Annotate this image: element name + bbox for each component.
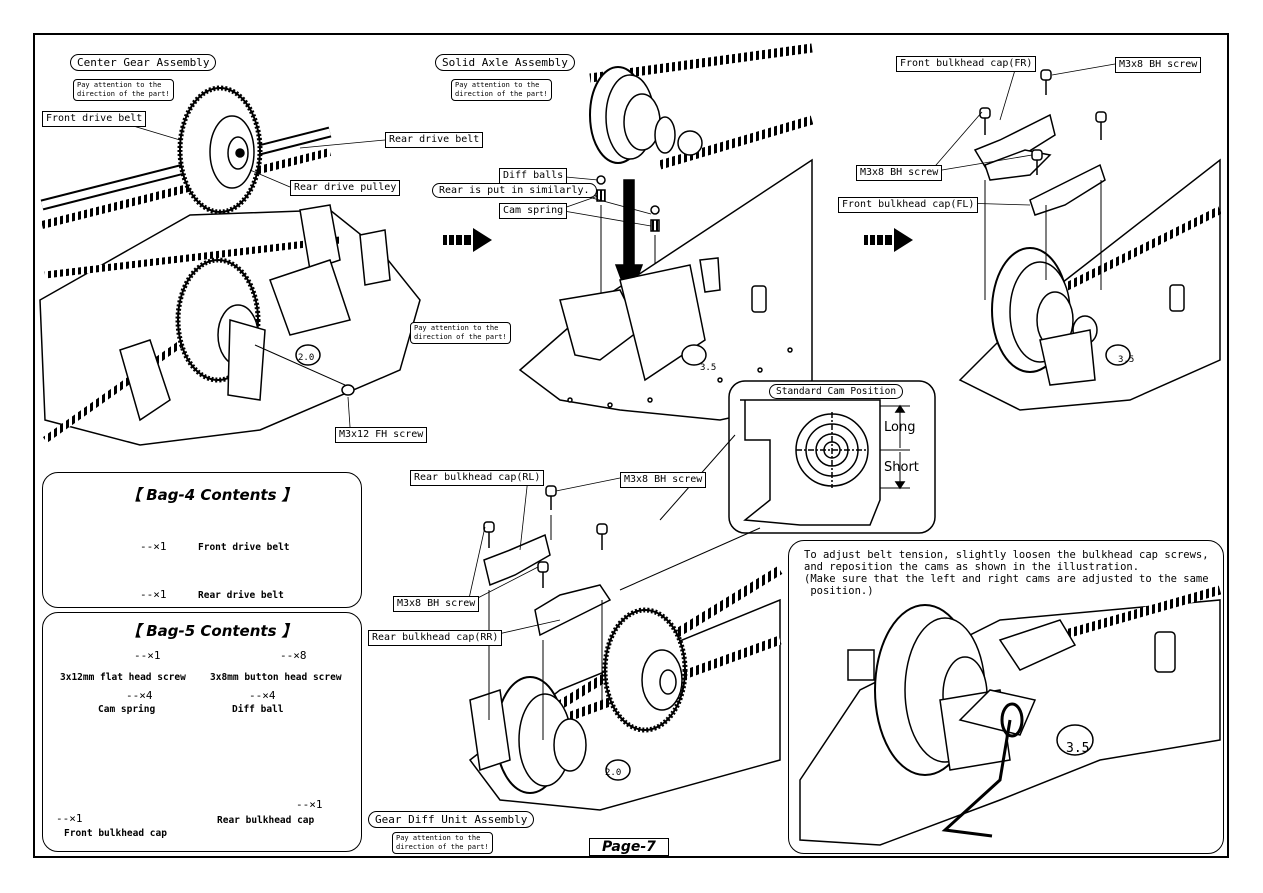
bag4-contents-box	[42, 472, 362, 608]
step-arrow-2	[864, 228, 913, 252]
bag5-qty-cam-spring: --×4	[126, 689, 153, 702]
front-bulkhead-cap-fl-label: Front bulkhead cap(FL)	[838, 197, 979, 213]
front-drive-belt-label: Front drive belt	[42, 111, 147, 127]
bag5-qty-flat-head-screw: --×1	[134, 649, 161, 662]
bag5-front-bulkhead-cap: Front bulkhead cap	[64, 828, 167, 839]
step4-marker: 2.0	[605, 768, 621, 778]
bag5-qty-rear-bulkhead-cap: --×1	[296, 798, 323, 811]
cam-position-detail	[619, 380, 936, 591]
standard-cam-position-title: Standard Cam Position	[769, 384, 904, 399]
m3x8-bh-screw-label-step4-top: M3x8 BH screw	[620, 472, 707, 488]
bag5-contents-box	[42, 612, 362, 852]
bag5-rear-bulkhead-cap: Rear bulkhead cap	[217, 815, 315, 826]
step2-direction-note-2: Pay attention to the direction of the pa…	[410, 322, 511, 344]
front-caps-illustration: 3.5	[958, 69, 1222, 411]
bag5-qty-front-bulkhead-cap: --×1	[56, 812, 83, 825]
rear-drive-pulley-label: Rear drive pulley	[290, 180, 401, 196]
m3x8-bh-screw-label-top-right: M3x8 BH screw	[1115, 57, 1202, 73]
step3-marker: 3.5	[1118, 355, 1134, 365]
gear-diff-illustration: 2.0	[468, 485, 783, 811]
step1-marker: 2.0	[298, 353, 314, 363]
step1-direction-note: Pay attention to the direction of the pa…	[73, 79, 174, 101]
adjust-illustration	[799, 585, 1222, 846]
belt-tension-box	[788, 540, 1224, 854]
bag5-flat-head-screw: 3x12mm flat head screw	[60, 672, 186, 683]
bag4-qty-front-belt: --×1	[140, 540, 167, 553]
bag4-front-drive-belt: Front drive belt	[198, 542, 290, 553]
belt-tension-instructions: To adjust belt tension, slightly loosen …	[804, 549, 1209, 597]
bag5-title: 【 Bag-5 Contents 】	[126, 622, 297, 640]
bag5-qty-button-head-screw: --×8	[280, 649, 307, 662]
bag4-qty-rear-belt: --×1	[140, 588, 167, 601]
step-arrow-1	[443, 228, 492, 252]
center-gear-illustration: 2.0	[39, 85, 421, 446]
rear-similar-note: Rear is put in similarly.	[432, 183, 597, 198]
leader-lines	[129, 63, 1116, 638]
cam-short-label: Short	[884, 460, 919, 475]
front-bulkhead-cap-fr-label: Front bulkhead cap(FR)	[896, 56, 1037, 72]
gear-diff-unit-assembly-title: Gear Diff Unit Assembly	[368, 811, 535, 828]
bag4-rear-drive-belt: Rear drive belt	[198, 590, 284, 601]
page-frame	[33, 33, 1229, 858]
solid-axle-illustration: 3.5	[518, 43, 814, 421]
bag5-qty-diff-ball: --×4	[249, 689, 276, 702]
bag5-cam-spring: Cam spring	[98, 704, 156, 715]
adjust-marker: 3.5	[1066, 741, 1089, 756]
step2-marker: 3.5	[700, 363, 716, 373]
bag4-title: 【 Bag-4 Contents 】	[126, 486, 297, 504]
step4-direction-note: Pay attention to the direction of the pa…	[392, 832, 493, 854]
page-number: Page-7	[589, 838, 669, 856]
m3x8-bh-screw-label-step3: M3x8 BH screw	[856, 165, 943, 181]
center-gear-assembly-title: Center Gear Assembly	[70, 54, 217, 71]
diff-balls-label: Diff balls	[499, 168, 568, 184]
rear-drive-belt-label: Rear drive belt	[385, 132, 484, 148]
m3x8-bh-screw-label-step4-left: M3x8 BH screw	[393, 596, 480, 612]
bag5-diff-ball: Diff ball	[232, 704, 284, 715]
rear-bulkhead-cap-rl-label: Rear bulkhead cap(RL)	[410, 470, 545, 486]
rear-bulkhead-cap-rr-label: Rear bulkhead cap(RR)	[368, 630, 503, 646]
bag5-button-head-screw: 3x8mm button head screw	[210, 672, 342, 683]
solid-axle-assembly-title: Solid Axle Assembly	[435, 54, 575, 71]
m3x12-fh-screw-label: M3x12 FH screw	[335, 427, 428, 443]
step2-direction-note: Pay attention to the direction of the pa…	[451, 79, 552, 101]
cam-spring-label: Cam spring	[499, 203, 568, 219]
cam-long-label: Long	[884, 420, 916, 435]
